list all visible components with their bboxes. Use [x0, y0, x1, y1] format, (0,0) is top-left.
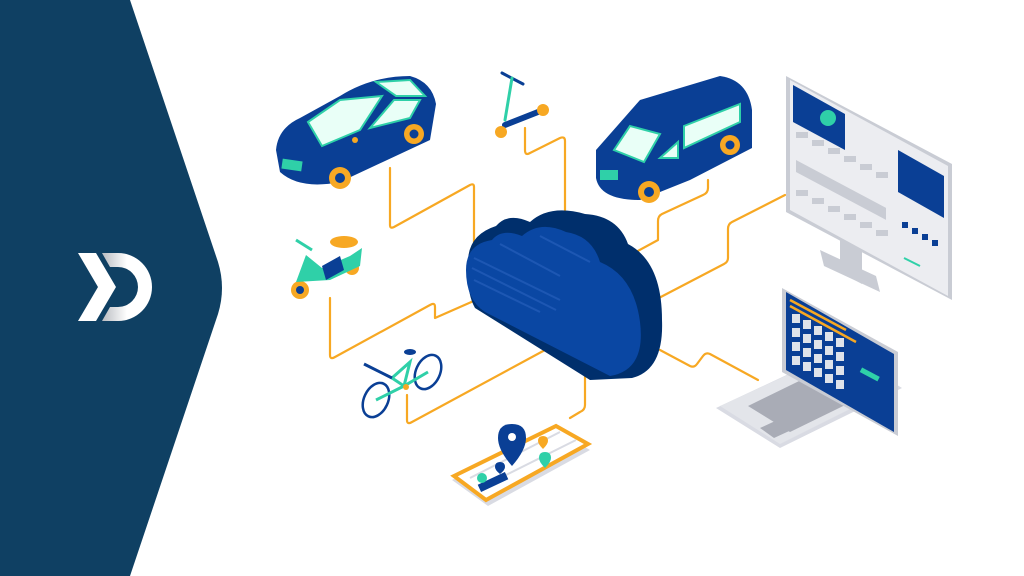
bicycle-icon [361, 349, 443, 419]
monitor-icon [786, 76, 952, 300]
scooter-icon [495, 71, 549, 138]
van-icon [596, 76, 752, 203]
connector-lines [328, 126, 787, 425]
smartphone-map-icon [450, 423, 593, 506]
moped-icon [291, 236, 362, 299]
laptop-icon [716, 288, 902, 448]
cloud-icon [466, 210, 663, 380]
car-icon [276, 76, 436, 189]
brand-logo-icon [78, 253, 152, 321]
